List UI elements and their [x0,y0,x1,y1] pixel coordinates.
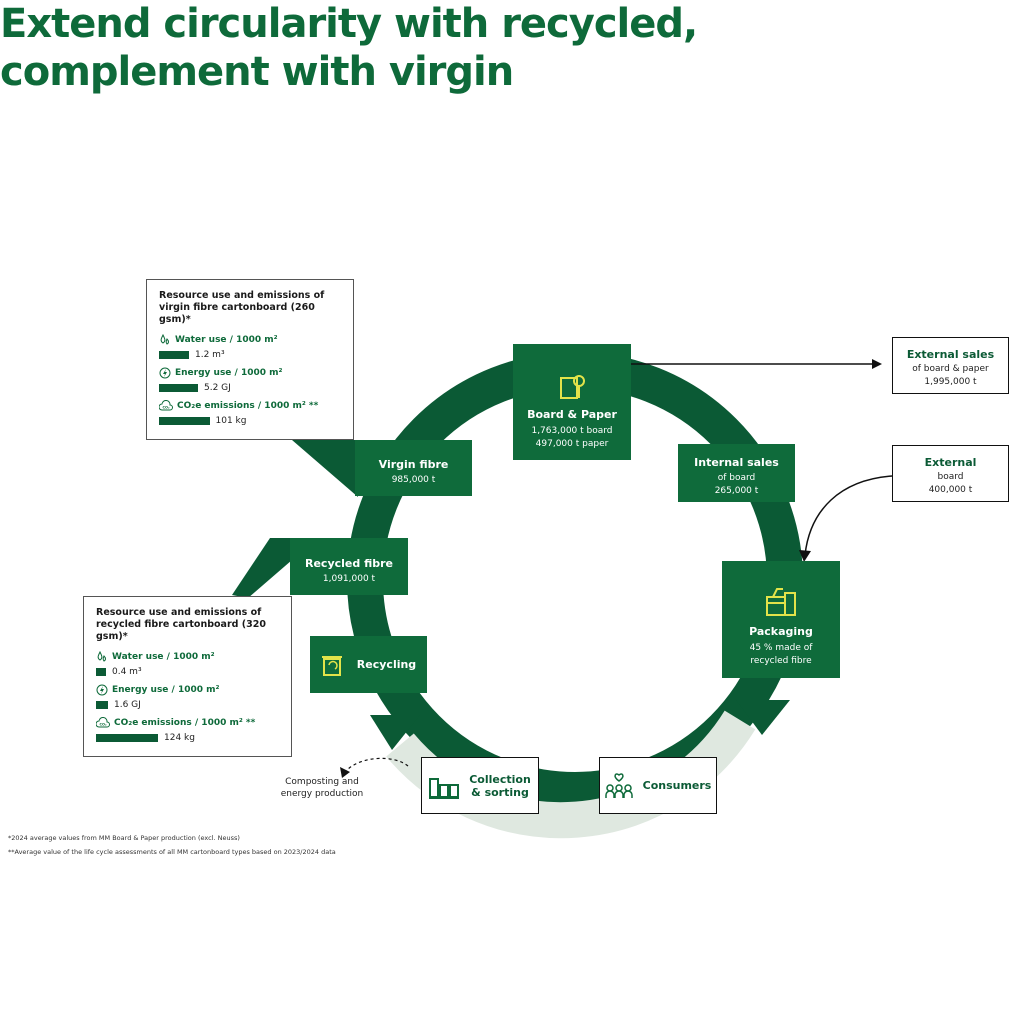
node-collection-sorting[interactable]: Collection & sorting [421,757,539,814]
energy-icon [96,684,108,696]
external-sales-box[interactable]: External sales of board & paper 1,995,00… [892,337,1009,394]
svg-text:CO₂: CO₂ [99,723,107,727]
energy-use-metric: Energy use / 1000 m² 1.6 GJ [96,684,279,710]
energy-use-bar [96,701,108,709]
node-internal-sales[interactable]: Internal sales of board 265,000 t [678,444,795,502]
page-title: Extend circularity with recycled, comple… [0,1,698,95]
water-use-metric: Water use / 1000 m² 0.4 m³ [96,651,279,677]
virgin-fibre-panel: Resource use and emissions of virgin fib… [146,279,354,440]
co2-emissions-bar [96,734,158,742]
consumers-icon [604,772,633,798]
water-drop-icon [97,651,106,662]
paper-roll-icon [560,375,585,399]
svg-text:CO₂: CO₂ [162,406,170,410]
water-drop-icon [160,334,169,345]
recycling-bin-icon [321,655,342,676]
co2-cloud-icon: CO₂ [159,400,173,411]
node-recycled-fibre[interactable]: Recycled fibre 1,091,000 t [290,538,408,595]
external-board-box[interactable]: External board 400,000 t [892,445,1009,502]
composting-label: Composting and energy production [280,777,364,799]
co2-cloud-icon: CO₂ [96,717,110,728]
energy-use-bar [159,384,198,392]
water-use-bar [159,351,189,359]
water-use-bar [96,668,106,676]
footnote-2: **Average value of the life cycle assess… [8,848,336,856]
sorting-bins-icon [429,777,460,799]
node-packaging[interactable]: Packaging 45 % made of recycled fibre [722,561,840,678]
recycled-fibre-panel: Resource use and emissions of recycled f… [83,596,292,757]
node-recycling[interactable]: Recycling [310,636,427,693]
box-icon [766,588,796,616]
node-consumers[interactable]: Consumers [599,757,717,814]
node-board-paper[interactable]: Board & Paper 1,763,000 t board 497,000 … [513,344,631,460]
energy-use-metric: Energy use / 1000 m² 5.2 GJ [159,367,341,393]
co2-emissions-bar [159,417,210,425]
node-virgin-fibre[interactable]: Virgin fibre 985,000 t [355,440,472,496]
energy-icon [159,367,171,379]
footnote-1: *2024 average values from MM Board & Pap… [8,834,240,842]
water-use-metric: Water use / 1000 m² 1.2 m³ [159,334,341,360]
